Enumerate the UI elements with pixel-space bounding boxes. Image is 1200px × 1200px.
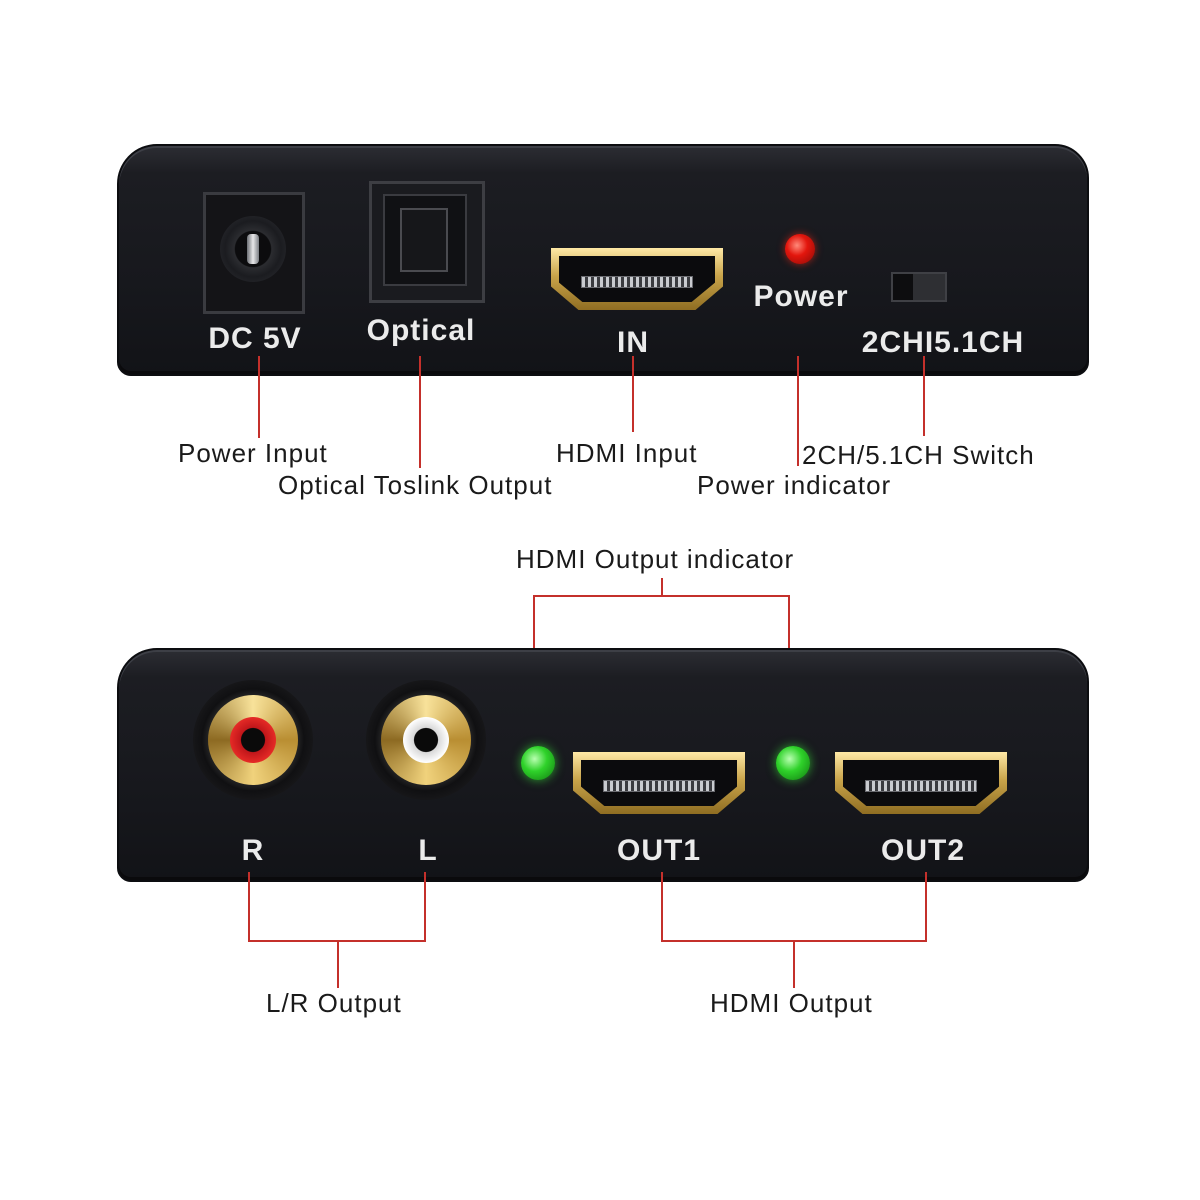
power-led — [785, 234, 815, 264]
hdmi-out-bracket-stem — [793, 940, 795, 988]
hdmi-out1-pins — [603, 780, 715, 792]
out1-led — [521, 746, 555, 780]
lr-output-callout: L/R Output — [266, 988, 402, 1018]
switch-line — [923, 356, 925, 436]
hdmi-out-bracket-right — [925, 872, 927, 942]
channel-switch-knob — [893, 274, 913, 300]
device-rear-panel-bottom: R L OUT1 OUT2 — [117, 648, 1089, 882]
l-label: L — [418, 834, 438, 867]
optical-output-line — [419, 356, 421, 468]
lr-bracket-stem — [337, 940, 339, 988]
device-rear-panel-top: DC 5V Optical IN Power 2CHI5.1CH — [117, 144, 1089, 376]
power-indicator-line — [797, 356, 799, 466]
hdmi-input-callout: HDMI Input — [556, 438, 698, 468]
dc-power-pin — [247, 234, 259, 264]
hdmi-in-pins — [581, 276, 693, 288]
out2-led — [776, 746, 810, 780]
rca-l-insert — [403, 717, 449, 763]
hdmi-output-callout: HDMI Output — [710, 988, 873, 1018]
hdmi-out2-pins — [865, 780, 977, 792]
optical-label: Optical — [366, 314, 476, 347]
out2-label: OUT2 — [880, 834, 966, 867]
indicator-bracket-stem — [661, 578, 663, 596]
out1-label: OUT1 — [616, 834, 702, 867]
power-indicator-callout: Power indicator — [697, 470, 892, 500]
r-label: R — [241, 834, 265, 867]
hdmi-input-line — [632, 356, 634, 432]
dc-5v-label: DC 5V — [208, 322, 302, 355]
hdmi-output-indicator-callout: HDMI Output indicator — [516, 544, 795, 574]
switch-callout: 2CH/5.1CH Switch — [802, 440, 1035, 470]
power-label: Power — [753, 280, 849, 313]
power-input-callout: Power Input — [178, 438, 328, 468]
hdmi-in-label: IN — [617, 326, 649, 359]
switch-label: 2CHI5.1CH — [861, 326, 1025, 359]
rca-r-insert — [230, 717, 276, 763]
hdmi-out-bracket-left — [661, 872, 663, 942]
lr-bracket-right — [424, 872, 426, 942]
indicator-bracket-bar — [533, 595, 790, 597]
optical-port-shutter — [400, 208, 448, 272]
optical-output-callout: Optical Toslink Output — [278, 470, 553, 500]
power-input-line — [258, 356, 260, 438]
lr-bracket-left — [248, 872, 250, 942]
